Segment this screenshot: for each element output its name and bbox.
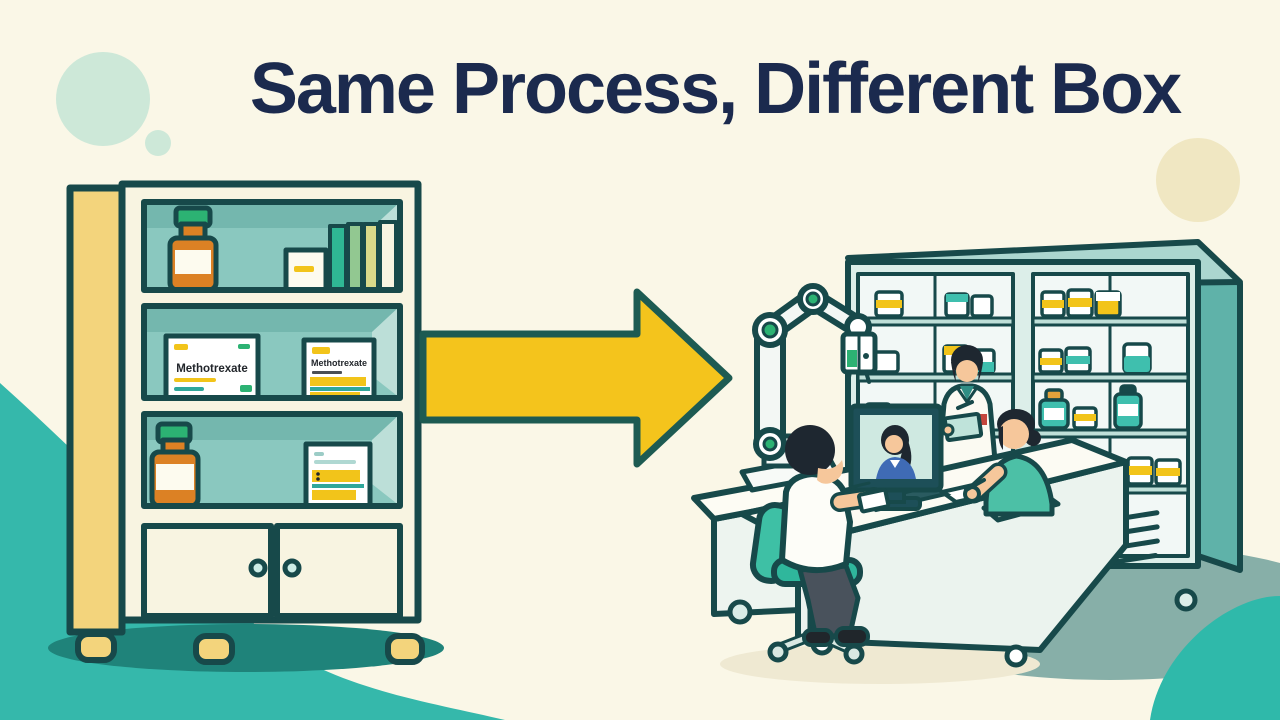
cabinet-door-left xyxy=(141,523,274,619)
pill-bottle-teal xyxy=(1038,388,1070,430)
cabinet-caster xyxy=(1174,588,1198,612)
patient-hair xyxy=(785,425,835,475)
door-knob xyxy=(282,558,302,578)
technician-face xyxy=(999,419,1029,449)
shelf-opening-middle: Methotrexate Methotrexate xyxy=(141,303,403,401)
medicine-jar xyxy=(1122,342,1152,374)
binder-row xyxy=(328,220,398,292)
cabinet-shadow-left xyxy=(48,624,444,672)
medicine-cabinet-left: Methotrexate Methotrexate xyxy=(66,180,425,665)
medicine-box xyxy=(1038,348,1064,374)
cabinet-side-face xyxy=(1195,243,1243,573)
medicine-box xyxy=(874,290,904,318)
patient-shoe xyxy=(834,626,870,647)
medicine-box xyxy=(1126,456,1154,486)
pill-bottle-teal xyxy=(1113,384,1143,430)
methotrexate-box-right: Methotrexate xyxy=(301,337,377,401)
seated-patient-figure xyxy=(779,425,891,647)
coat-pocket-badge xyxy=(978,414,987,425)
cabinet-foot xyxy=(193,633,235,665)
cabinet-foot xyxy=(385,633,425,665)
medicine-box xyxy=(1066,288,1094,318)
pharmacist-face xyxy=(956,360,978,382)
medicine-box xyxy=(944,292,970,318)
arm-gripper xyxy=(840,331,878,384)
medicine-box-small xyxy=(283,247,329,293)
patient-shirt xyxy=(779,471,853,574)
patient-card xyxy=(857,487,891,514)
patient-shoe xyxy=(802,628,834,647)
medicine-box-striped xyxy=(303,441,373,509)
methotrexate-label-left: Methotrexate xyxy=(176,363,248,375)
robotic-arm xyxy=(739,283,878,493)
desk-shadow xyxy=(720,644,1040,684)
pale-yellow-circle xyxy=(1156,138,1240,222)
cabinet-foot xyxy=(75,631,117,663)
oncall-patient xyxy=(876,425,916,479)
pharmacist-hand xyxy=(941,423,955,437)
pen xyxy=(964,478,986,492)
mint-circle-small xyxy=(145,130,171,156)
counter-caster xyxy=(727,599,753,625)
door-knob xyxy=(248,558,268,578)
medicine-box xyxy=(970,294,994,318)
teal-blob-bottom-right xyxy=(1150,596,1280,720)
medicine-box xyxy=(1064,346,1092,374)
medicine-box xyxy=(1094,290,1122,318)
technician-figure xyxy=(940,409,1061,523)
shelf-opening-top xyxy=(141,199,403,293)
medicine-box xyxy=(1154,458,1182,486)
desk-caster xyxy=(1004,644,1028,668)
chair-wheel xyxy=(843,643,865,665)
medicine-box xyxy=(1040,290,1066,318)
pharmacist-figure xyxy=(935,345,999,475)
methotrexate-box-left: Methotrexate xyxy=(163,333,261,401)
chair-wheel xyxy=(767,641,789,663)
cabinet-doors xyxy=(141,523,403,619)
medicine-box xyxy=(1072,406,1098,430)
transformation-arrow-icon xyxy=(419,288,733,468)
patient-face xyxy=(817,460,844,484)
page-title: Same Process, Different Box xyxy=(249,49,1182,129)
cabinet-side-panel xyxy=(66,184,126,636)
shelf-opening-bottom xyxy=(141,411,403,509)
stylus xyxy=(850,481,871,489)
pen xyxy=(956,400,974,410)
cabinet-door-right xyxy=(274,523,403,619)
monitor xyxy=(848,403,952,513)
pill-bottle xyxy=(149,421,201,509)
methotrexate-label-right: Methotrexate xyxy=(311,358,367,368)
pill-bottle xyxy=(167,205,219,293)
mint-circle-large xyxy=(56,52,150,146)
